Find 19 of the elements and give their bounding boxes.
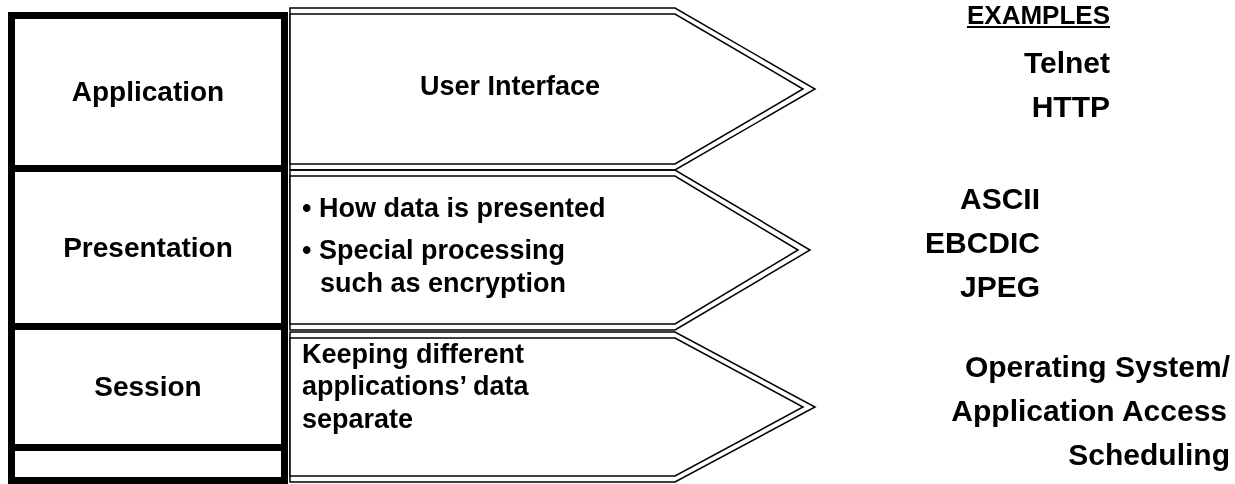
example-text: Application Access xyxy=(951,394,1227,428)
bullet-text: • How data is presented xyxy=(302,192,607,225)
example-text: JPEG xyxy=(959,270,1040,304)
column-heading: EXAMPLES xyxy=(966,0,1110,31)
example-text: Operating System/ xyxy=(964,350,1230,384)
arrow-shape xyxy=(290,332,815,482)
layer-name: Application xyxy=(71,76,225,108)
example-text: Telnet xyxy=(1023,46,1110,80)
layer-name: Session xyxy=(94,371,202,403)
example-text: Scheduling xyxy=(1068,438,1230,472)
bullet-text: • Special processing such as encryption xyxy=(302,234,568,300)
example-text: EBCDIC xyxy=(925,226,1040,260)
arrow-shape xyxy=(290,170,810,330)
arrow-shape xyxy=(290,8,815,170)
description-text: User Interface xyxy=(420,70,601,103)
layer-name: Presentation xyxy=(63,231,233,264)
description-text: Keeping different applications’ data separate xyxy=(302,338,530,436)
example-text: ASCII xyxy=(960,182,1040,216)
example-text: HTTP xyxy=(1031,90,1110,124)
